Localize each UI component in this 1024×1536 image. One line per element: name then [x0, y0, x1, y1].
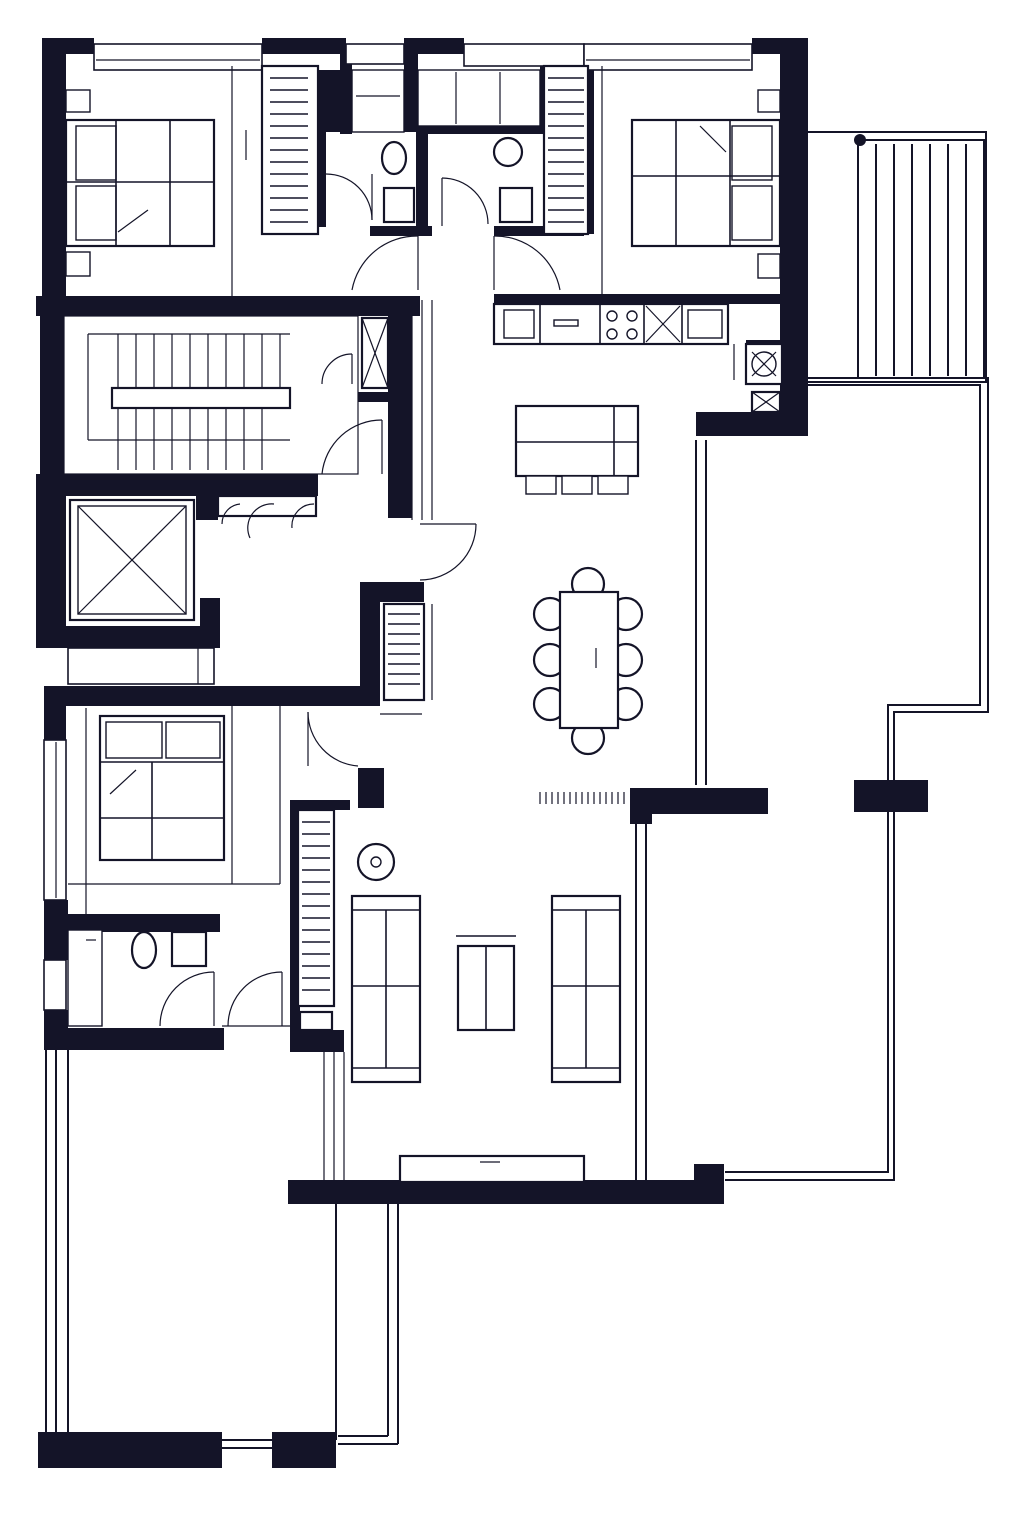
stair-treads — [117, 334, 281, 470]
hall-doors-north — [351, 235, 561, 291]
closet-slats-nw — [270, 77, 308, 223]
closet-slats-ne — [548, 77, 584, 223]
rug-fringe — [539, 792, 625, 804]
closet-slats-sw — [302, 821, 330, 991]
bedroom-northwest — [64, 64, 320, 296]
hall-closet-north — [382, 602, 426, 702]
balcony-northeast — [805, 131, 987, 383]
kitchen — [492, 302, 784, 495]
walls — [36, 38, 928, 1468]
bedroom-southwest — [68, 706, 336, 1032]
bathroom-north-right — [417, 69, 541, 226]
dining-table — [558, 590, 620, 730]
bedroom-northeast — [542, 64, 782, 296]
tv-console — [398, 1154, 586, 1184]
staircase — [63, 315, 390, 475]
entry-hall — [216, 494, 477, 581]
coffee-table — [456, 935, 516, 1032]
sofa-left — [350, 894, 422, 1084]
terrace-south — [45, 1050, 399, 1449]
closet-southwest — [296, 808, 336, 1008]
elevator — [68, 498, 196, 622]
hall-closet-slats — [388, 613, 420, 685]
windows — [43, 43, 753, 1180]
living-room — [350, 842, 622, 1184]
sofa-right — [550, 894, 622, 1084]
dining-area — [307, 566, 644, 804]
bathroom-north-left — [325, 69, 416, 224]
bathroom-southwest — [67, 929, 290, 1027]
terrace-east — [635, 377, 989, 1181]
kitchen-island — [514, 404, 640, 495]
